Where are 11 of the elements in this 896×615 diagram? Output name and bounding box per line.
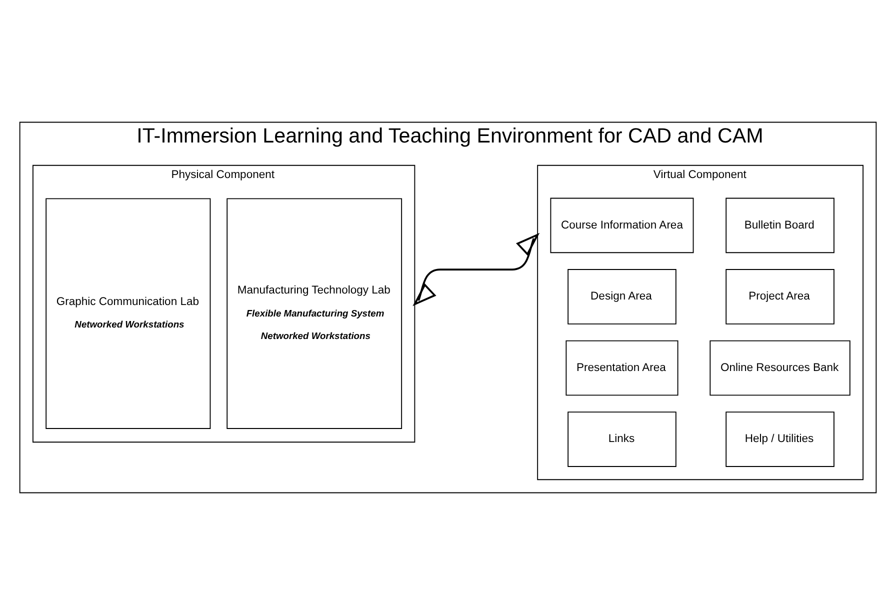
node-box: Presentation Area [566, 340, 678, 396]
node-box: Links [568, 412, 676, 467]
node-box: Help / Utilities [726, 412, 834, 467]
node-box: Design Area [568, 269, 676, 324]
node-box: Online Resources Bank [710, 340, 850, 396]
node-box: Project Area [726, 269, 834, 324]
node-box: Bulletin Board [726, 198, 834, 254]
arrow [412, 232, 540, 306]
node-box: Manufacturing Technology Lab Flexible Manufacturing System Networked Workstations [226, 198, 402, 429]
node-box: Course Information Area [550, 198, 694, 254]
node-box: Graphic Communication Lab Networked Workstations [46, 198, 211, 429]
